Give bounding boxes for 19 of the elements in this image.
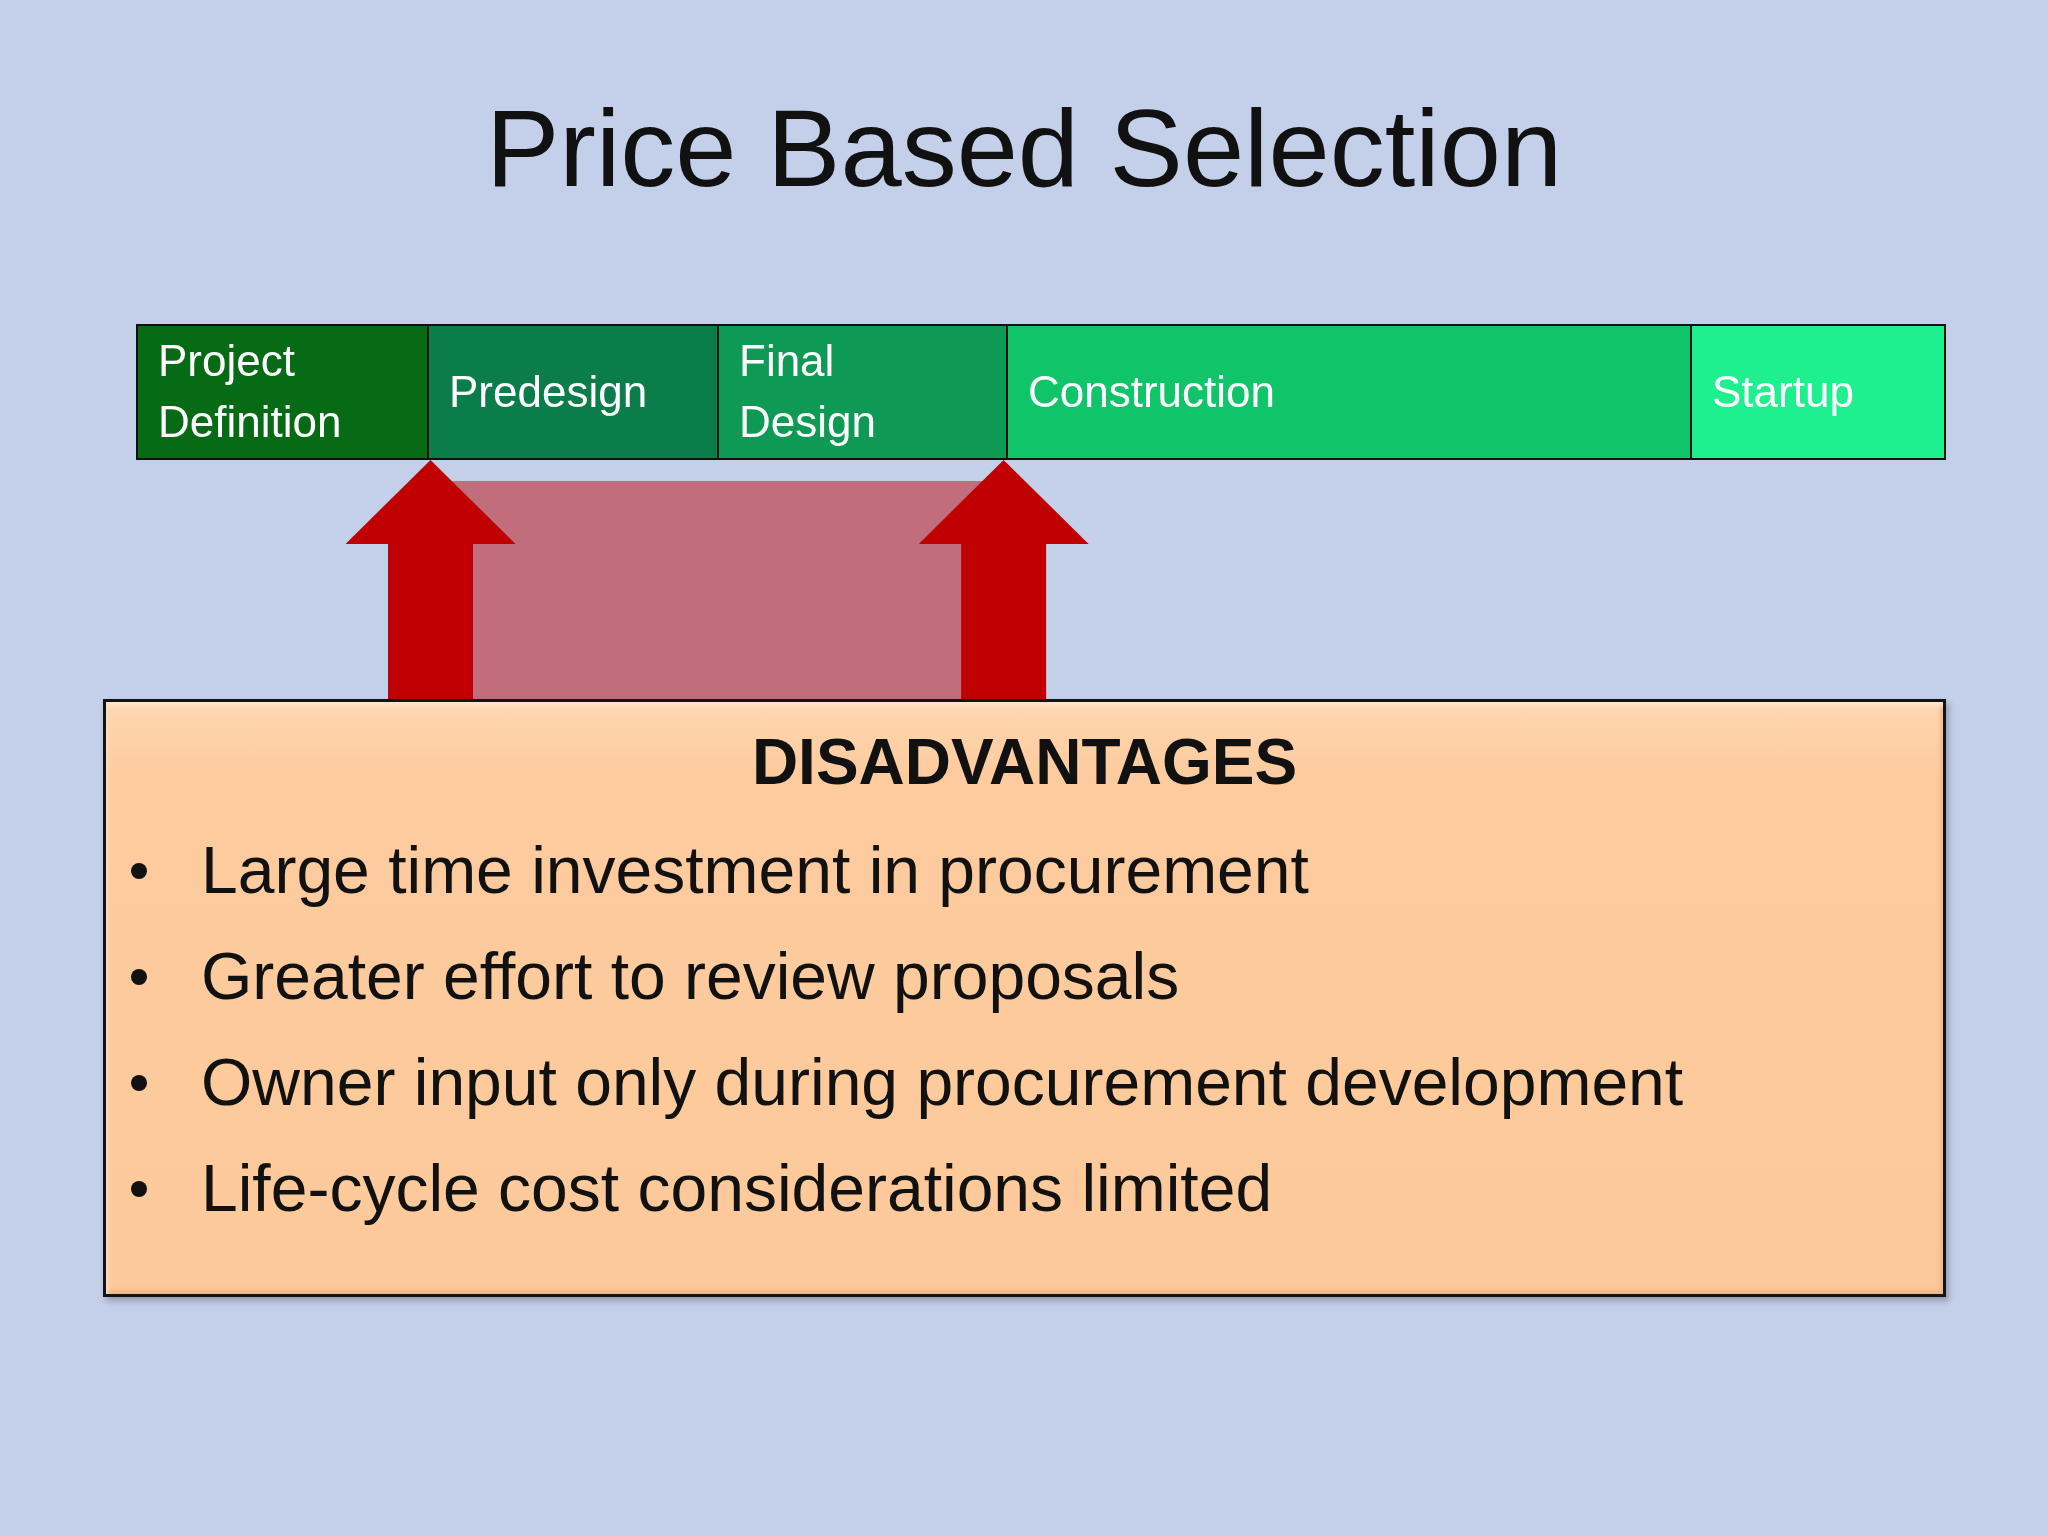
block-arrow	[345, 460, 516, 699]
phase-label: Construction	[1028, 365, 1275, 418]
phase-box	[1006, 324, 1692, 460]
phase-label: Project Definition	[158, 335, 343, 448]
phase-box	[427, 324, 719, 460]
slide-title: Price Based Selection	[485, 85, 1563, 211]
bullet-text: Large time investment in procurement	[201, 833, 1309, 909]
bullet-text: Life-cycle cost considerations limited	[201, 1151, 1273, 1227]
phase-box	[717, 324, 1008, 460]
phase-label: Final Design	[739, 335, 877, 448]
phase-label: Startup	[1712, 365, 1854, 418]
bullet-text: Greater effort to review proposals	[201, 939, 1180, 1015]
phase-box	[1690, 324, 1946, 460]
bullet-text: Owner input only during procurement development	[201, 1045, 1684, 1121]
phase-box	[136, 324, 429, 460]
block-arrow	[918, 460, 1089, 699]
disadvantages-panel	[103, 699, 1946, 1297]
phase-label: Predesign	[449, 365, 648, 418]
panel-heading: DISADVANTAGES	[751, 725, 1298, 800]
